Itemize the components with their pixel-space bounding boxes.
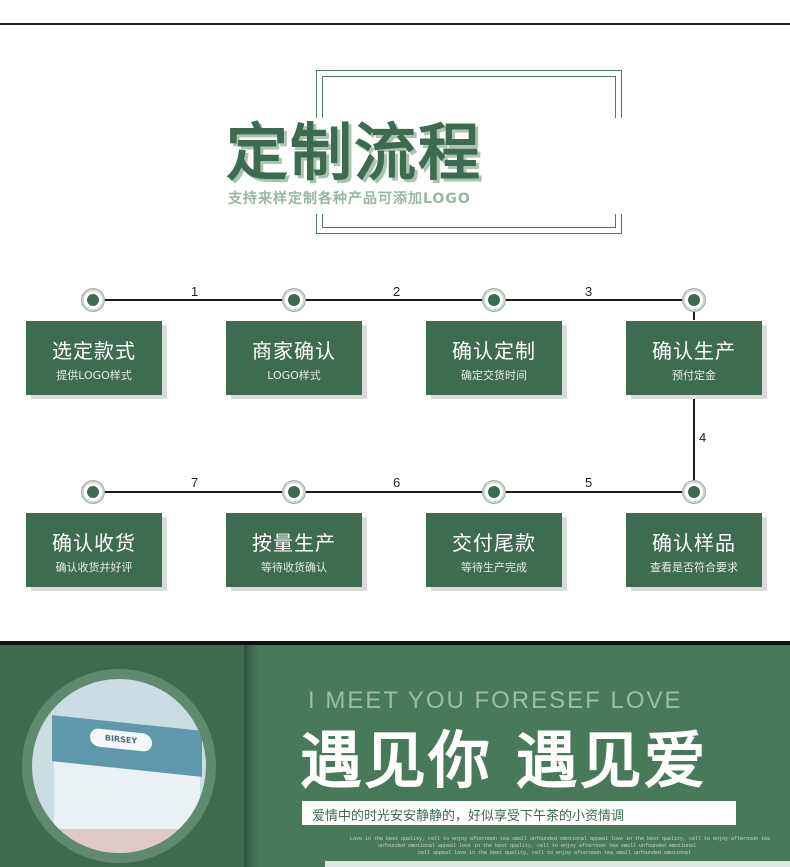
step-card-confirm-receipt: 确认收货 确认收货并好评 [26, 513, 162, 587]
fine-print: cell appeal love in the best quality, ce… [418, 850, 692, 856]
banner-slogan: 爱情中的时光安安静静的，好似享受下午茶的小资情调 [312, 809, 625, 824]
step-number: 6 [393, 475, 401, 490]
step-card-title: 确认生产 [652, 339, 736, 363]
step-card-title: 选定款式 [52, 339, 136, 363]
fine-print: unfounded emotional appeal love in the b… [378, 843, 697, 849]
flow-node [483, 289, 505, 311]
promo-banner: BIRSEY I MEET YOU FORESEF LOVE 遇见你 遇见爱 爱… [0, 645, 790, 867]
banner-headline: 遇见你 遇见爱 [300, 724, 708, 797]
step-card-title: 确认收货 [52, 531, 136, 555]
step-card-subtitle: 预付定金 [672, 369, 716, 382]
step-number: 7 [191, 475, 199, 490]
step-card-title: 商家确认 [252, 339, 336, 363]
step-card-subtitle: 提供LOGO样式 [56, 369, 132, 382]
step-card-confirm-production: 确认生产 预付定金 [626, 321, 762, 395]
flow-node [483, 481, 505, 503]
step-card-subtitle: 等待生产完成 [461, 561, 527, 574]
flow-node [82, 289, 104, 311]
step-card-title: 按量生产 [252, 531, 336, 555]
panel-shadow [244, 645, 258, 867]
top-divider [0, 23, 790, 25]
text-panel [258, 645, 790, 867]
flow-node [283, 481, 305, 503]
step-number: 1 [191, 284, 199, 299]
step-card-confirm-custom: 确认定制 确定交货时间 [426, 321, 562, 395]
step-card-final-payment: 交付尾款 等待生产完成 [426, 513, 562, 587]
fine-print: Love in the best quality, cell to enjoy … [350, 836, 771, 842]
step-card-confirm-sample: 确认样品 查看是否符合要求 [626, 513, 762, 587]
step-number: 5 [585, 475, 593, 490]
flow-node [82, 481, 104, 503]
step-number: 3 [585, 284, 593, 299]
step-card-subtitle: LOGO样式 [267, 369, 321, 382]
page-subtitle: 支持来样定制各种产品可添加LOGO [228, 191, 471, 207]
step-card-mass-production: 按量生产 等待收货确认 [226, 513, 362, 587]
flow-line-vertical-2 [693, 394, 695, 492]
step-card-choose-style: 选定款式 提供LOGO样式 [26, 321, 162, 395]
banner-divider [0, 641, 790, 645]
page-title: 定制流程 [226, 116, 483, 189]
bottom-strip [325, 861, 790, 867]
step-number: 4 [699, 430, 707, 445]
step-card-title: 确认定制 [452, 339, 536, 363]
flow-line-row1 [93, 299, 695, 301]
step-card-title: 交付尾款 [452, 531, 536, 555]
flow-node [683, 289, 705, 311]
step-number: 2 [393, 284, 401, 299]
product-photo: BIRSEY [32, 679, 206, 853]
flow-node [683, 481, 705, 503]
gift-box-stand [42, 829, 202, 853]
step-card-merchant-confirm: 商家确认 LOGO样式 [226, 321, 362, 395]
step-card-subtitle: 查看是否符合要求 [650, 561, 738, 574]
step-card-subtitle: 等待收货确认 [261, 561, 327, 574]
step-card-subtitle: 确定交货时间 [461, 369, 527, 382]
flow-line-row2 [93, 491, 695, 493]
title-block: 定制流程 支持来样定制各种产品可添加LOGO [226, 118, 626, 214]
slogan-bar: 爱情中的时光安安静静的，好似享受下午茶的小资情调 [302, 801, 736, 825]
flow-node [283, 289, 305, 311]
step-card-title: 确认样品 [652, 531, 736, 555]
banner-english-title: I MEET YOU FORESEF LOVE [308, 687, 683, 714]
step-card-subtitle: 确认收货并好评 [55, 561, 133, 574]
